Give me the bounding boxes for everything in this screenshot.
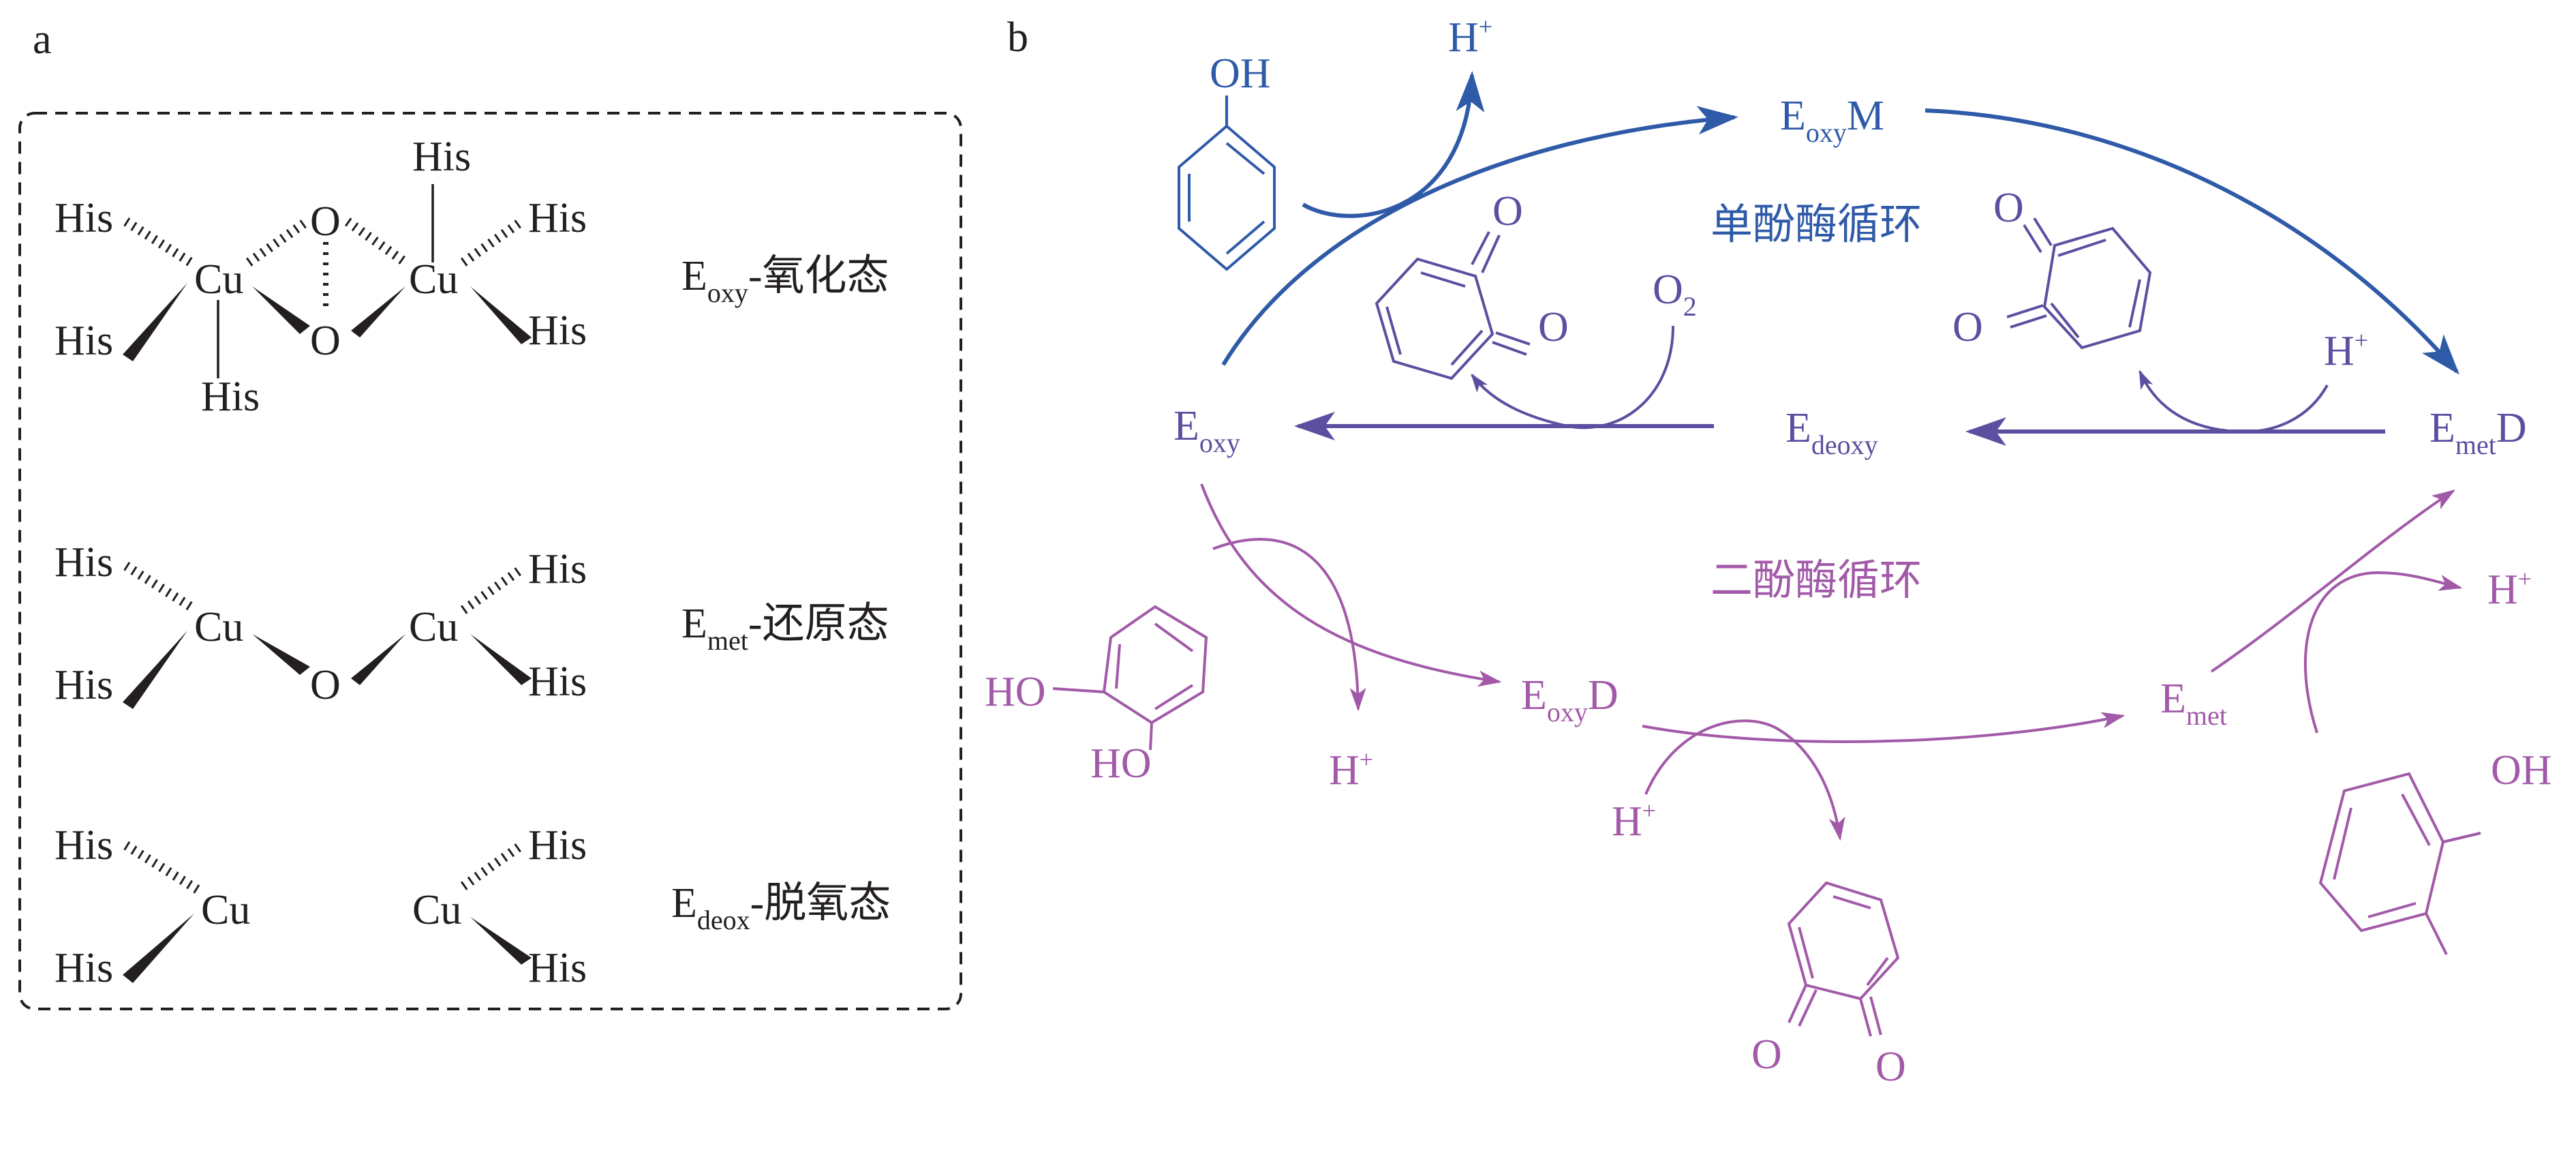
wedge-bond	[470, 917, 532, 965]
species-emetd: EmetD	[2429, 405, 2527, 460]
hashed-bond	[460, 217, 525, 267]
svg-text:O: O	[1538, 304, 1569, 350]
svg-text:O: O	[1993, 185, 2024, 231]
proton-release-arrow	[1302, 71, 1485, 218]
his-label: His	[201, 374, 260, 420]
his-label: His	[528, 945, 587, 991]
hashed-bond	[245, 217, 310, 267]
svg-text:Edeox-脱氧态: Edeox-脱氧态	[671, 880, 891, 935]
phenol-substrate-top: OH	[1178, 50, 1276, 271]
svg-text:O: O	[1751, 1031, 1782, 1078]
hashed-bond	[123, 841, 200, 894]
species-eoxyd: EoxyD	[1521, 672, 1619, 727]
catechol-substrate-right: OH	[2318, 747, 2552, 955]
proton-label: H+	[1612, 797, 1656, 845]
state-label-met: Emet-还原态	[681, 601, 889, 656]
panel-b: b OH H+ EoxyM 单酚酶循环 O O	[985, 13, 2552, 1090]
hashed-bond	[123, 217, 194, 267]
species-edeoxy: Edeoxy	[1785, 405, 1878, 460]
hashed-bond	[460, 841, 525, 890]
oxygen-molecule: O2	[1653, 267, 1697, 322]
panel-a: a His His His His His His Cu Cu O O	[18, 16, 962, 1010]
proton-label: H+	[1329, 746, 1373, 794]
cu-atom: Cu	[412, 887, 461, 933]
cu-atom: Cu	[201, 887, 250, 933]
his-label: His	[55, 662, 113, 708]
wedge-bond	[470, 286, 532, 344]
arrow-emet-to-emetd	[2210, 489, 2455, 673]
panel-a-label: a	[33, 16, 52, 63]
proton-label: H+	[2487, 565, 2532, 613]
wedge-bond	[123, 914, 194, 983]
proton-uptake-arrow	[2138, 370, 2329, 434]
svg-text:HO: HO	[985, 669, 1046, 715]
eoxy-structure: His His His His His His Cu Cu O O	[55, 134, 889, 420]
species-eoxy: Eoxy	[1174, 403, 1240, 458]
wedge-bond	[252, 286, 310, 334]
edeox-structure: His His His His Cu Cu Edeox-脱氧态	[55, 822, 891, 991]
oxygen-atom: O	[310, 662, 341, 708]
oh-label: OH	[1210, 50, 1271, 97]
hashed-bond	[460, 565, 525, 614]
hashed-bond	[344, 217, 409, 267]
wedge-bond	[252, 634, 310, 675]
species-emet: Emet	[2160, 676, 2227, 731]
wedge-bond	[123, 283, 187, 361]
oxygen-atom: O	[310, 198, 341, 245]
hashed-bond	[123, 562, 194, 611]
his-label: His	[55, 539, 113, 586]
wedge-bond	[470, 634, 532, 685]
svg-text:OH: OH	[2491, 747, 2552, 794]
state-label-deox: Edeox-脱氧态	[671, 880, 891, 935]
arrow-eoxy-to-eoxym	[1221, 106, 1738, 366]
wedge-bond	[351, 634, 405, 685]
arrow-eoxyd-to-emet	[1642, 712, 2126, 743]
cycle-label-monophenolase: 单酚酶循环	[1711, 202, 1922, 248]
his-label: His	[412, 134, 471, 180]
proton-uptake-arrow-bottom	[1644, 719, 1845, 841]
proton-label: H+	[1448, 13, 1492, 61]
catechol-substrate-left: HO HO	[985, 605, 1208, 787]
svg-text:HO: HO	[1090, 740, 1152, 787]
svg-text:O: O	[1492, 188, 1523, 235]
his-label: His	[528, 659, 587, 705]
cu-atom: Cu	[194, 604, 243, 650]
quinone-product-right: O O	[1952, 185, 2152, 350]
his-label: His	[528, 822, 587, 869]
emet-structure: His His His His Cu Cu O Emet-还原态	[55, 539, 889, 709]
arrow-eoxy-to-eoxyd	[1200, 483, 1502, 687]
his-label: His	[55, 945, 113, 991]
cu-atom: Cu	[194, 256, 243, 303]
his-label: His	[528, 546, 587, 592]
wedge-bond	[351, 286, 405, 337]
wedge-bond	[123, 631, 187, 709]
catechol-binding-arrow-right	[2303, 571, 2463, 734]
quinone-product-left: O O	[1375, 188, 1569, 380]
svg-text:Emet-还原态: Emet-还原态	[681, 601, 889, 656]
his-label: His	[55, 195, 113, 241]
oxygen-atom: O	[310, 318, 341, 364]
svg-text:Eoxy-氧化态: Eoxy-氧化态	[681, 253, 889, 308]
svg-text:O: O	[1952, 304, 1983, 350]
cycle-label-diphenolase: 二酚酶循环	[1711, 558, 1922, 604]
his-label: His	[55, 822, 113, 869]
his-label: His	[528, 195, 587, 241]
svg-text:O: O	[1875, 1044, 1906, 1090]
his-label: His	[55, 318, 113, 364]
cu-atom: Cu	[409, 604, 458, 650]
state-label-oxy: Eoxy-氧化态	[681, 253, 889, 308]
quinone-product-bottom: O O	[1751, 881, 1906, 1090]
panel-b-label: b	[1007, 14, 1028, 61]
proton-label: H+	[2324, 327, 2368, 374]
his-label: His	[528, 307, 587, 354]
cu-atom: Cu	[409, 256, 458, 303]
catechol-binding-arrow-left	[1212, 538, 1366, 712]
dashed-frame	[18, 112, 962, 1010]
o2-binding-arrow	[1471, 325, 1674, 429]
arrow-eoxym-to-emetd	[1925, 108, 2459, 375]
species-eoxym: EoxyM	[1780, 93, 1884, 148]
